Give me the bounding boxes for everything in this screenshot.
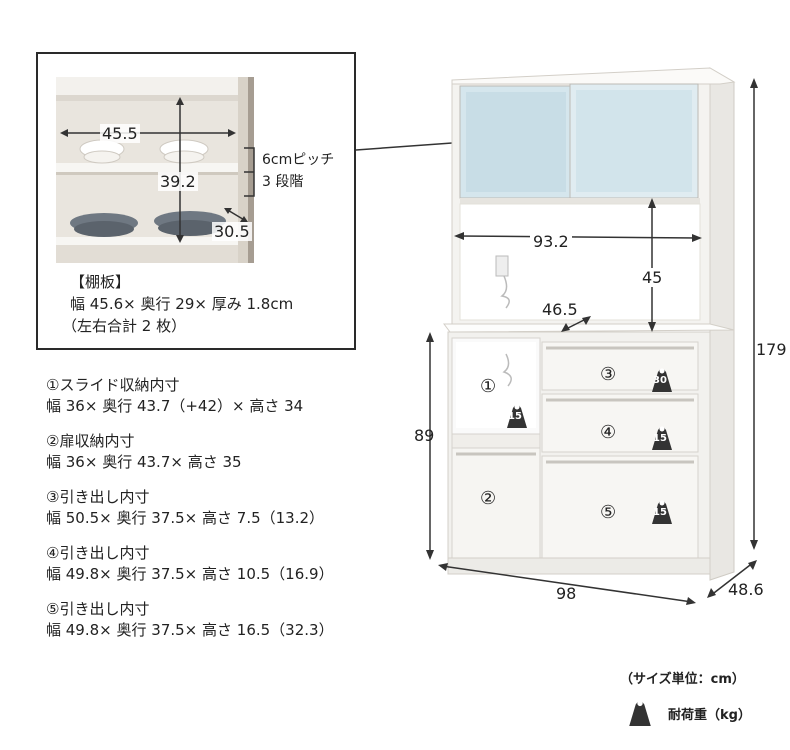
spec-item: ①スライド収納内寸 幅 36× 奥行 43.7（+42）× 高さ 34 xyxy=(46,374,334,416)
compartment-1-label: ① xyxy=(480,376,497,397)
spec-item: ②扉収納内寸 幅 36× 奥行 43.7× 高さ 35 xyxy=(46,430,334,472)
weight-icon: 15 xyxy=(650,498,674,524)
open-width-dim: 93.2 xyxy=(530,232,572,251)
shelf-board-title: 【棚板】 xyxy=(70,273,131,291)
spec-detail: 幅 50.5× 奥行 37.5× 高さ 7.5（13.2） xyxy=(46,509,325,527)
spec-title: ⑤引き出し内寸 xyxy=(46,600,150,618)
size-unit-note: （サイズ単位：cm） xyxy=(620,672,745,687)
inset-depth-dim: 30.5 xyxy=(212,222,252,241)
lower-height-dim: 89 xyxy=(414,426,435,445)
weight-4-value: 15 xyxy=(653,433,667,444)
spec-title: ④引き出し内寸 xyxy=(46,544,150,562)
width-dim: 98 xyxy=(556,584,577,603)
inset-width-dim: 45.5 xyxy=(100,124,140,143)
weight-icon: 15 xyxy=(650,424,674,450)
spec-detail: 幅 36× 奥行 43.7（+42）× 高さ 34 xyxy=(46,397,304,415)
shelf-board-size: 幅 45.6× 奥行 29× 厚み 1.8cm xyxy=(70,295,294,313)
weight-icon: 15 xyxy=(505,402,529,428)
spec-list: ①スライド収納内寸 幅 36× 奥行 43.7（+42）× 高さ 34 ②扉収納… xyxy=(46,374,334,640)
spec-item: ⑤引き出し内寸 幅 49.8× 奥行 37.5× 高さ 16.5（32.3） xyxy=(46,598,334,640)
inset-height-dim: 39.2 xyxy=(158,172,198,191)
callout-connector xyxy=(356,141,467,151)
pitch-steps-label: 3 段階 xyxy=(262,174,304,190)
pitch-label: 6cmピッチ xyxy=(262,152,335,168)
spec-title: ②扉収納内寸 xyxy=(46,432,135,450)
drawer-3-label: ③ xyxy=(600,364,617,385)
weight-3-value: 30 xyxy=(653,375,667,386)
shelf-photo xyxy=(56,77,254,263)
spec-detail: 幅 49.8× 奥行 37.5× 高さ 10.5（16.9） xyxy=(46,565,334,583)
spec-item: ④引き出し内寸 幅 49.8× 奥行 37.5× 高さ 10.5（16.9） xyxy=(46,542,334,584)
shelf-photo-drawing xyxy=(56,77,254,263)
spec-title: ①スライド収納内寸 xyxy=(46,376,180,394)
weight-legend-label: 耐荷重（kg） xyxy=(668,708,751,723)
weight-icon: 30 xyxy=(650,366,674,392)
weight-legend-icon xyxy=(626,698,654,726)
pitch-bracket xyxy=(244,147,255,197)
total-height-dim: 179 xyxy=(756,340,787,359)
spec-detail: 幅 36× 奥行 43.7× 高さ 35 xyxy=(46,453,242,471)
drawer-5-label: ⑤ xyxy=(600,502,617,523)
cupboard-drawing xyxy=(426,67,758,605)
spec-detail: 幅 49.8× 奥行 37.5× 高さ 16.5（32.3） xyxy=(46,621,334,639)
weight-1-value: 15 xyxy=(508,411,522,422)
open-depth-dim: 46.5 xyxy=(540,300,580,319)
weight-5-value: 15 xyxy=(653,507,667,518)
depth-dim: 48.6 xyxy=(728,580,764,599)
drawer-4-label: ④ xyxy=(600,422,617,443)
spec-item: ③引き出し内寸 幅 50.5× 奥行 37.5× 高さ 7.5（13.2） xyxy=(46,486,334,528)
spec-title: ③引き出し内寸 xyxy=(46,488,150,506)
compartment-2-label: ② xyxy=(480,488,497,509)
open-height-dim: 45 xyxy=(640,268,665,287)
shelf-board-count: （左右合計 2 枚） xyxy=(62,317,187,335)
